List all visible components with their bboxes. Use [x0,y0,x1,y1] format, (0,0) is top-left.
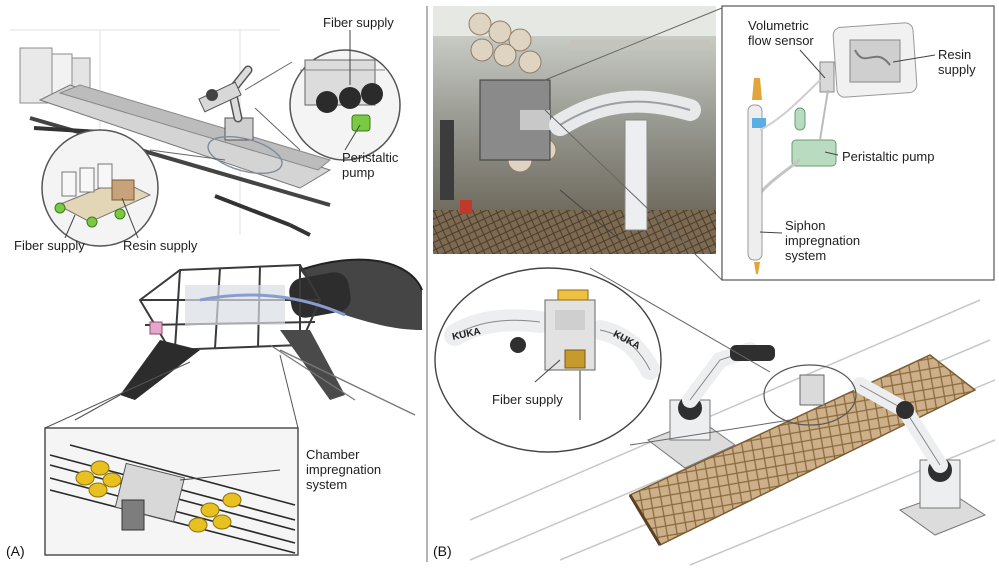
label-fiber-supply-b: Fiber supply [492,392,563,407]
magnifier-fiber-supply [244,49,401,161]
label-fiber-supply-left: Fiber supply [14,238,85,253]
robot-arm-right [852,377,961,509]
panel-b-tag: (B) [433,543,452,559]
label-siphon-impregnation: Siphon impregnation system [785,218,861,263]
spool [316,91,338,113]
label-resin-supply-a: Resin supply [123,238,198,253]
spool [361,83,383,105]
fabrication-scene [469,267,996,566]
impregnation-highlight [207,135,283,175]
label-peristaltic-pump-b: Peristaltic pump [842,149,935,164]
chamber-zoom [44,354,299,556]
panel-a-overview-drawing [10,29,401,247]
panel-a-tag: (A) [6,543,25,559]
label-resin-supply-b: Resin supply [938,47,976,77]
label-peristaltic-pump-a: Peristaltic pump [342,150,399,180]
magnifier-print-head [434,267,662,453]
print-head-render [74,250,423,421]
magnifier-supply-cart [41,129,226,247]
spool [339,87,361,109]
label-chamber-impregnation: Chamber impregnation system [306,447,382,492]
robot-arm-a [198,65,254,141]
linear-track [29,84,332,237]
robot-arm-left [669,342,775,441]
label-fiber-supply-top: Fiber supply [323,15,394,30]
label-volumetric-flow-sensor: Volumetric flow sensor [748,18,814,48]
siphon-detail-box [721,5,995,281]
robot-photo [433,6,716,254]
